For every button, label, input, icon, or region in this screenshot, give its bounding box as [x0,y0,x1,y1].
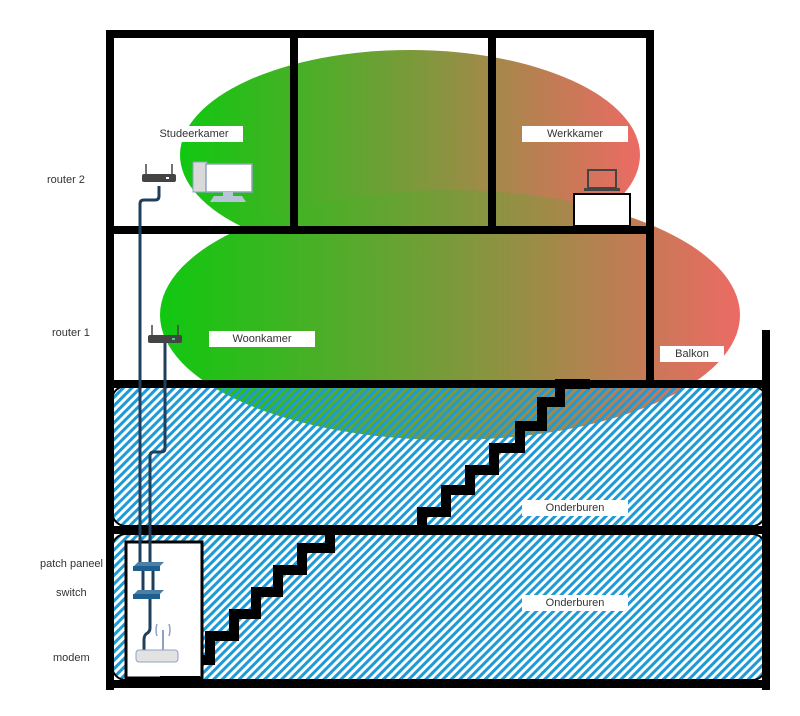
room-label-balkon: Balkon [660,346,724,362]
staircase [200,379,590,665]
walls [106,30,770,690]
modem-icon [135,623,179,663]
room-label-werkkamer: Werkkamer [522,126,628,142]
desktop-computer-icon [192,161,253,202]
room-label-onderburen-2: Onderburen [522,595,628,611]
modem-label: modem [53,652,90,664]
network-cables [138,186,167,650]
router-2-icon [142,164,176,182]
room-label-studeerkamer: Studeerkamer [145,126,243,142]
room-label-woonkamer: Woonkamer [209,331,315,347]
router-1-label: router 1 [52,327,90,339]
wifi-coverage-lower [160,190,740,440]
switch-label: switch [56,587,87,599]
patch-panel-label: patch paneel [40,558,103,570]
router-2-label: router 2 [47,174,85,186]
patch-panel-icon [133,562,164,571]
laptop-icon [584,169,620,191]
switch-icon [133,590,164,599]
onderburen-area-1 [111,385,767,527]
router-1-icon [148,325,182,343]
room-label-onderburen-1: Onderburen [522,500,628,516]
desk-icon [573,193,631,227]
